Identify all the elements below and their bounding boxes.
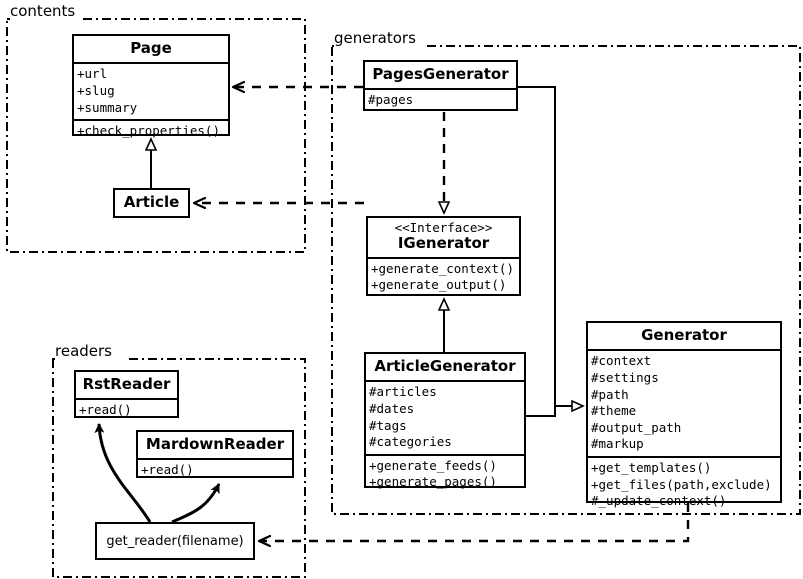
class-attributes-pages-generator: #pages (365, 90, 516, 112)
relation-get-reader-creates-rstreader (94, 423, 152, 523)
attribute-row: #context (591, 353, 652, 369)
package-label-generators: generators (334, 29, 416, 47)
operation-row: +generate_pages() (369, 474, 497, 490)
class-box-article[interactable]: Article (113, 188, 190, 218)
relation-articlegenerator-inherits-generator (526, 406, 556, 417)
class-box-pages-generator[interactable]: PagesGenerator #pages (363, 60, 518, 111)
operation-row: +generate_feeds() (369, 457, 497, 473)
class-attributes-page: +url +slug +summary (74, 64, 228, 122)
class-name-text-igenerator: IGenerator (397, 234, 490, 253)
class-box-article-generator[interactable]: ArticleGenerator #articles #dates #tags … (364, 352, 526, 489)
class-box-page[interactable]: Page +url +slug +summary +check_properti… (72, 34, 230, 138)
class-name-mardown-reader: MardownReader (138, 432, 292, 461)
operation-row: +generate_context() (371, 260, 514, 276)
class-box-mardown-reader[interactable]: MardownReader +read() (136, 430, 294, 478)
operation-row: +get_templates() (591, 460, 712, 475)
operation-row: +check_properties() (77, 123, 220, 139)
class-operations-page: +check_properties() (74, 121, 228, 143)
class-name-pages-generator: PagesGenerator (365, 62, 516, 91)
attribute-row: +slug (77, 82, 115, 98)
class-name-article: Article (123, 193, 180, 211)
attribute-row: #categories (369, 434, 452, 450)
function-box-get-reader[interactable]: get_reader(filename) (95, 522, 255, 560)
relation-generator-uses-get-reader (259, 503, 690, 541)
attribute-row: #dates (369, 400, 415, 416)
class-operations-rst-reader: +read() (76, 400, 177, 422)
attribute-row: +url (77, 66, 108, 82)
class-name-article-generator: ArticleGenerator (366, 354, 524, 383)
class-name-generator: Generator (588, 323, 780, 352)
operation-row: #_update_context() (591, 493, 727, 509)
operation-row: +generate_output() (371, 277, 507, 293)
class-attributes-article-generator: #articles #dates #tags #categories (366, 382, 524, 456)
attribute-row: #output_path (591, 419, 682, 435)
attribute-row: #pages (368, 92, 414, 108)
class-name-igenerator: <<Interface>> IGenerator (368, 218, 519, 259)
package-border-generators (331, 45, 801, 515)
relation-pagesgenerator-inherits-generator (518, 86, 583, 406)
attribute-row: #theme (591, 403, 637, 419)
class-box-igenerator[interactable]: <<Interface>> IGenerator +generate_conte… (366, 216, 521, 296)
function-label-get-reader: get_reader(filename) (106, 533, 244, 549)
attribute-row: #path (591, 386, 629, 402)
package-border-contents (6, 18, 306, 253)
relation-get-reader-creates-mardownreader (171, 483, 221, 524)
class-operations-article-generator: +generate_feeds() +generate_pages() (366, 456, 524, 494)
class-operations-generator: +get_templates() +get_files(path,exclude… (588, 458, 780, 513)
operation-row: +read() (141, 462, 194, 478)
attribute-row: #markup (591, 436, 644, 452)
class-operations-igenerator: +generate_context() +generate_output() (368, 259, 519, 297)
class-stereotype-igenerator: <<Interface>> (394, 220, 493, 235)
package-border-readers (52, 358, 306, 578)
attribute-row: #articles (369, 384, 437, 400)
package-label-readers: readers (55, 342, 112, 360)
operation-row: +get_files(path,exclude) (591, 476, 772, 492)
class-attributes-generator: #context #settings #path #theme #output_… (588, 351, 780, 458)
class-box-generator[interactable]: Generator #context #settings #path #them… (586, 321, 782, 508)
attribute-row: +summary (77, 99, 138, 115)
attribute-row: #settings (591, 369, 659, 385)
package-label-contents: contents (10, 2, 76, 20)
class-name-rst-reader: RstReader (76, 372, 177, 401)
class-name-page: Page (74, 36, 228, 65)
attribute-row: #tags (369, 417, 407, 433)
class-operations-mardown-reader: +read() (138, 460, 292, 482)
operation-row: +read() (79, 402, 132, 418)
class-box-rst-reader[interactable]: RstReader +read() (74, 370, 179, 418)
